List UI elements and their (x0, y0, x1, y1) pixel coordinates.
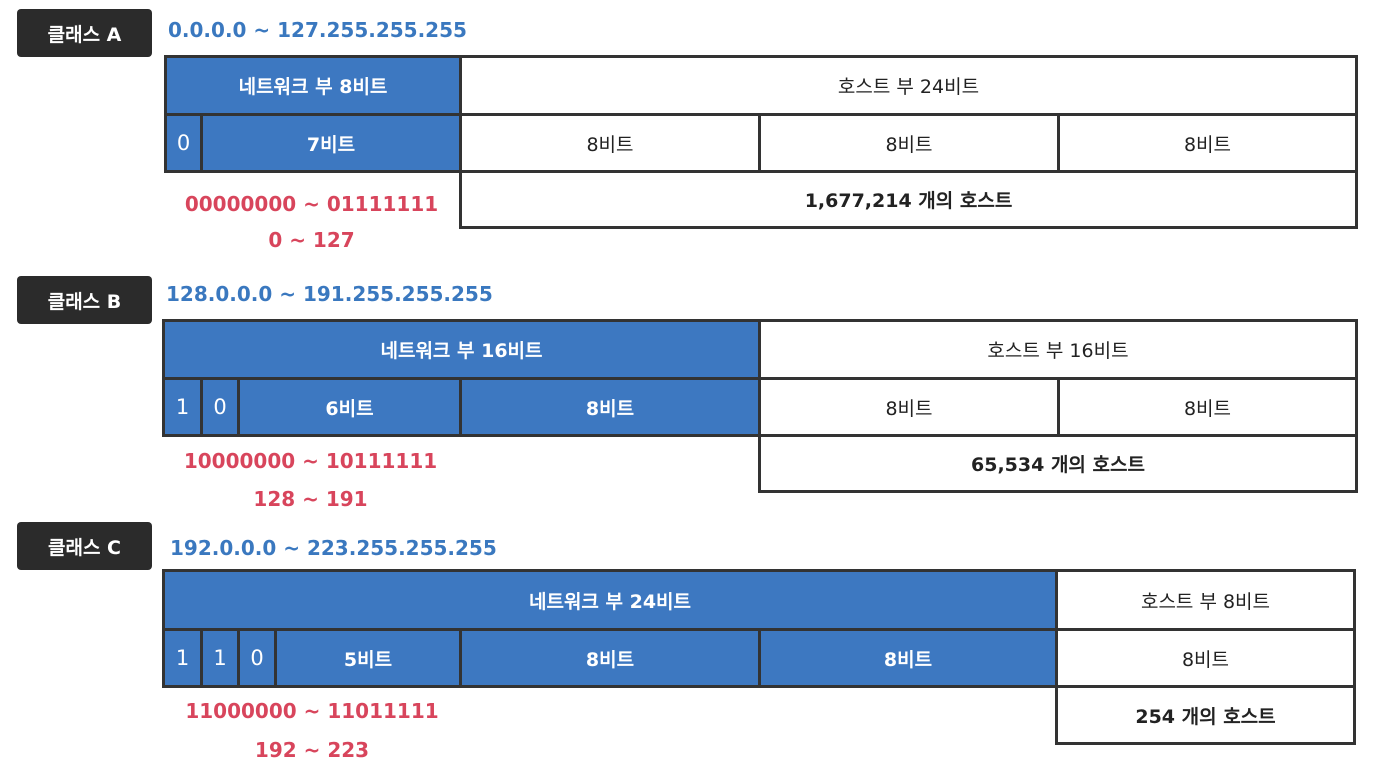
class-c-network-header: 네트워크 부 24비트 (162, 569, 1058, 631)
class-c-host-header: 호스트 부 8비트 (1055, 569, 1356, 631)
class-b-leading-bit: 0 (200, 377, 240, 437)
class-b-leading-bit: 1 (162, 377, 203, 437)
class-c-leading-bit: 1 (200, 628, 240, 688)
class-a-badge: 클래스 A (17, 9, 152, 57)
class-a-host-header: 호스트 부 24비트 (459, 55, 1358, 116)
class-a-host-octet: 8비트 (1057, 113, 1358, 173)
class-a-binary-range: 00000000 ~ 01111111 (184, 192, 439, 216)
class-b-binary-range: 10000000 ~ 10111111 (183, 449, 438, 473)
class-a-network-bits: 7비트 (200, 113, 462, 173)
class-c-host-octet: 8비트 (1055, 628, 1356, 688)
class-a-host-octet: 8비트 (459, 113, 761, 173)
class-c-badge: 클래스 C (17, 522, 152, 570)
class-b-address-range: 128.0.0.0 ~ 191.255.255.255 (166, 282, 493, 306)
class-c-network-octet: 8비트 (758, 628, 1058, 688)
class-b-network-octet: 8비트 (459, 377, 761, 437)
class-b-host-count: 65,534 개의 호스트 (758, 434, 1358, 493)
class-b-host-header: 호스트 부 16비트 (758, 319, 1358, 380)
class-a-host-count: 1,677,214 개의 호스트 (459, 170, 1358, 229)
class-a-network-header: 네트워크 부 8비트 (164, 55, 462, 116)
class-b-decimal-range: 128 ~ 191 (253, 487, 368, 511)
class-c-binary-range: 11000000 ~ 11011111 (185, 699, 439, 723)
class-b-network-bits: 6비트 (237, 377, 462, 437)
class-a-host-octet: 8비트 (758, 113, 1060, 173)
class-b-network-header: 네트워크 부 16비트 (162, 319, 761, 380)
class-c-host-count: 254 개의 호스트 (1055, 685, 1356, 745)
class-c-network-octet: 8비트 (459, 628, 761, 688)
class-c-address-range: 192.0.0.0 ~ 223.255.255.255 (170, 536, 497, 560)
class-b-host-octet: 8비트 (1057, 377, 1358, 437)
class-b-host-octet: 8비트 (758, 377, 1060, 437)
class-b-badge: 클래스 B (17, 276, 152, 324)
class-a-leading-bit: 0 (164, 113, 203, 173)
class-c-decimal-range: 192 ~ 223 (254, 738, 370, 762)
class-a-address-range: 0.0.0.0 ~ 127.255.255.255 (168, 18, 467, 42)
class-c-network-bits: 5비트 (274, 628, 462, 688)
class-c-leading-bit: 1 (162, 628, 203, 688)
class-c-leading-bit: 0 (237, 628, 277, 688)
class-a-decimal-range: 0 ~ 127 (268, 228, 355, 252)
